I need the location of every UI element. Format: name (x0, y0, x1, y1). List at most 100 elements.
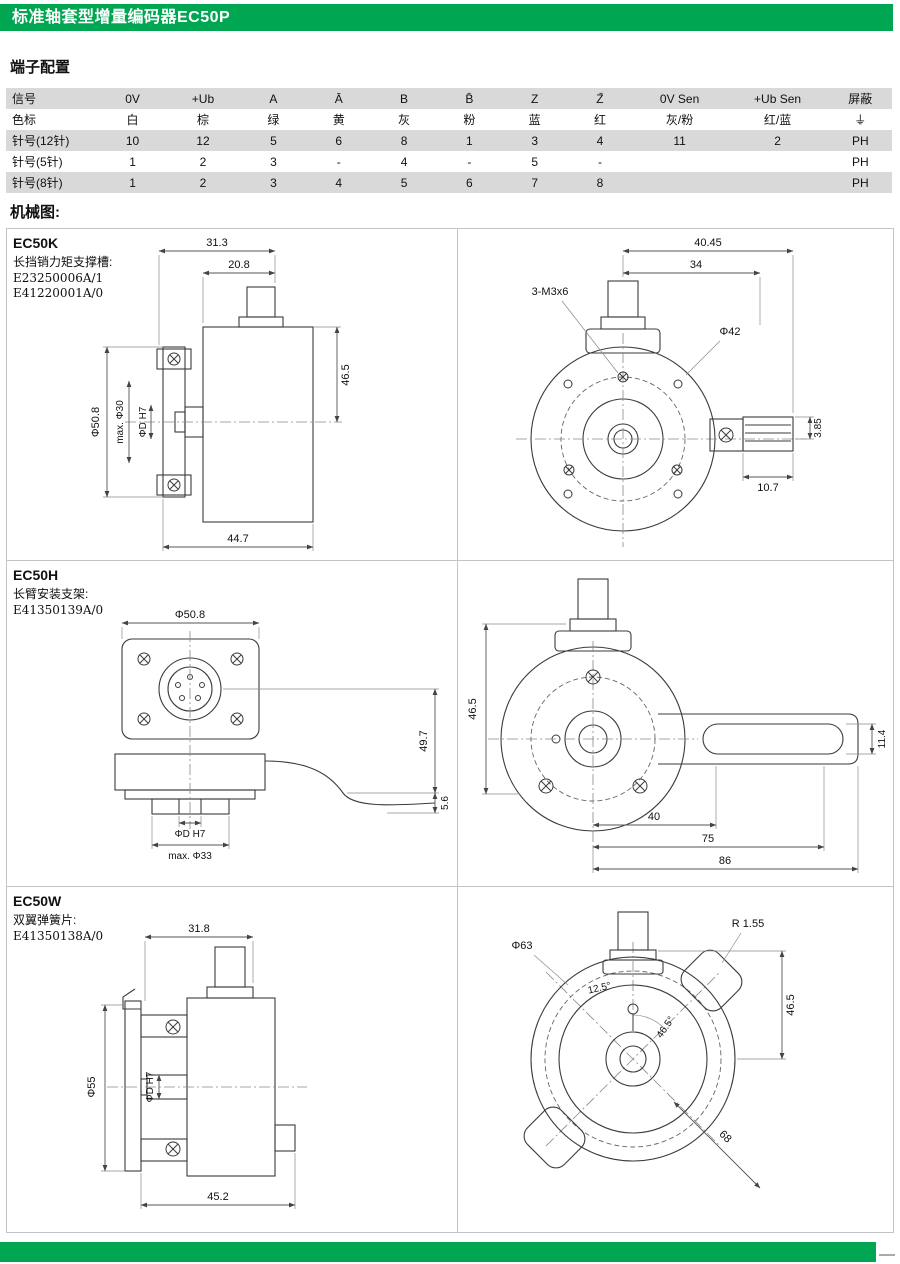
table-cell: +Ub Sen (754, 91, 802, 106)
row-label: 信号 (12, 92, 37, 106)
mechanical-drawings-grid: EC50K 长挡销力矩支撑槽: E23250006A/1 E41220001A/… (6, 228, 894, 1233)
page-header-bar: 标准轴套型增量编码器EC50P (0, 4, 893, 31)
ec50h-rear-view-drawing: Φ50.8 (114, 609, 451, 862)
table-cell: 3 (531, 133, 538, 148)
dim-label: Φ63 (511, 940, 532, 952)
ec50h-rear-dimensions: 49.7 5.6 ΦD H7 max. Φ33 (151, 688, 451, 862)
ec50w-side-view-drawing: 31.8 (86, 923, 307, 1209)
terminal-table: 信号 0V +Ub A Ā B B̄ Z Z̄ 0V Sen +Ub Sen 屏… (6, 88, 892, 193)
table-cell: +Ub (191, 91, 215, 106)
table-cell: 11 (673, 133, 686, 148)
model-name: EC50H (13, 567, 59, 583)
table-cell: 4 (400, 154, 408, 169)
dim-label: 12.5° (587, 981, 612, 997)
dim-label: 3-M3x6 (532, 286, 569, 298)
table-cell (633, 151, 727, 172)
dim-label: 10.7 (757, 482, 778, 494)
ec50h-rear-dimensions-top: Φ50.8 (121, 609, 260, 639)
table-cell: B̄ (465, 91, 474, 106)
dim-label: 44.7 (227, 533, 248, 545)
table-cell (633, 172, 727, 193)
dim-label: 46.5 (467, 698, 479, 719)
table-cell: 12 (196, 133, 210, 148)
dim-label: Φ50.8 (90, 407, 102, 437)
dim-label: Φ50.8 (175, 609, 205, 621)
dim-label: ΦD H7 (175, 829, 206, 840)
table-cell: - (597, 154, 602, 169)
ec50w-side-cell: EC50W 双翼弹簧片: E41350138A/0 31.8 (7, 887, 458, 1232)
table-cell: B (400, 91, 409, 106)
dim-label: max. Φ33 (168, 851, 212, 862)
table-cell: 5 (400, 175, 408, 190)
model-description: 长挡销力矩支撑槽: (13, 255, 113, 269)
model-name: EC50K (13, 235, 59, 251)
dim-label: 40 (648, 811, 660, 823)
table-cell (727, 151, 829, 172)
ec50w-label-block: EC50W 双翼弹簧片: E41350138A/0 (13, 893, 103, 943)
table-cell (727, 172, 829, 193)
ec50k-front-view-drawing: 40.45 34 (516, 237, 824, 547)
dim-label: 45.2 (207, 1191, 228, 1203)
dim-label: ΦD H7 (138, 406, 149, 437)
table-cell: 1 (129, 154, 136, 169)
mech-row-ec50h: EC50H 长臂安装支架: E41350139A/0 Φ50.8 (7, 561, 893, 887)
model-description: 双翼弹簧片: (13, 913, 77, 927)
ec50k-label-block: EC50K 长挡销力矩支撑槽: E23250006A/1 E41220001A/… (13, 235, 112, 300)
table-cell: 0V (125, 91, 140, 106)
table-cell: PH (851, 133, 869, 148)
table-cell: 6 (335, 133, 343, 148)
dim-label: 5.6 (440, 796, 451, 810)
table-cell: 棕 (196, 113, 209, 127)
table-row-signal: 信号 0V +Ub A Ā B B̄ Z Z̄ 0V Sen +Ub Sen 屏… (6, 88, 892, 109)
row-label: 针号(12针) (12, 134, 70, 148)
dim-label: 34 (690, 259, 702, 271)
ec50w-front-callouts: Φ63 R 1.55 12.5° 46.5° 46.5 68 (511, 918, 797, 1189)
dim-label: Φ55 (86, 1076, 98, 1097)
table-cell: 灰 (398, 113, 411, 127)
table-cell: 3 (270, 175, 277, 190)
ec50h-front-dimensions: 46.5 11.4 40 75 86 (467, 623, 888, 873)
table-cell: 蓝 (528, 113, 541, 127)
dim-label: 31.3 (206, 237, 227, 249)
terminal-section-title: 端子配置 (10, 59, 71, 76)
ec50k-front-cell: 40.45 34 (458, 229, 893, 560)
dim-label: max. Φ30 (115, 400, 126, 444)
table-cell: 粉 (463, 113, 476, 127)
ec50k-side-vertical-dimensions: Φ50.8 max. Φ30 ΦD H7 46.5 44.7 (90, 326, 352, 551)
ec50h-front-view-drawing: 46.5 11.4 40 75 86 (467, 578, 888, 873)
table-cell: 绿 (267, 113, 280, 127)
footer-bar (0, 1242, 876, 1262)
row-label: 色标 (12, 113, 37, 127)
part-number: E23250006A/1 (13, 271, 104, 285)
ec50k-side-dimensions: 31.3 20.8 (158, 237, 276, 345)
table-row-pin5: 针号(5针) 1 2 3 - 4 - 5 - PH (6, 151, 892, 172)
table-cell: 4 (335, 175, 343, 190)
ec50w-front-view-drawing: Φ63 R 1.55 12.5° 46.5° 46.5 68 (511, 911, 797, 1189)
table-row-color: 色标 白 棕 绿 黄 灰 粉 蓝 红 灰/粉 红/蓝 ⏚ (6, 109, 892, 130)
dim-label: 11.4 (877, 729, 888, 748)
dim-label: 46.5 (340, 364, 352, 385)
table-cell: PH (851, 175, 869, 190)
table-cell: 2 (774, 133, 781, 148)
ec50k-front-dimensions-top: 40.45 34 (622, 237, 794, 413)
row-label: 针号(8针) (12, 176, 63, 190)
ec50h-rear-cell: EC50H 长臂安装支架: E41350139A/0 Φ50.8 (7, 561, 458, 886)
page-corner-mark (879, 1254, 895, 1256)
ec50w-side-outline (107, 946, 307, 1177)
table-cell: 灰/粉 (665, 113, 694, 127)
ec50w-side-dimensions: Φ55 ΦD H7 45.2 (86, 1004, 296, 1209)
dim-label: 68 (717, 1128, 734, 1145)
table-cell: 1 (129, 175, 136, 190)
table-cell: 8 (596, 175, 604, 190)
dim-label: 86 (719, 855, 731, 867)
table-cell: 7 (531, 175, 538, 190)
dim-label: 20.8 (228, 259, 249, 271)
table-cell: - (336, 154, 341, 169)
table-row-pin8: 针号(8针) 1 2 3 4 5 6 7 8 PH (6, 172, 892, 193)
table-cell: 白 (126, 113, 139, 127)
table-cell: 5 (531, 154, 538, 169)
dim-label: 3.85 (813, 418, 824, 438)
ec50h-front-cell: 46.5 11.4 40 75 86 (458, 561, 893, 886)
table-cell: A (269, 91, 278, 106)
